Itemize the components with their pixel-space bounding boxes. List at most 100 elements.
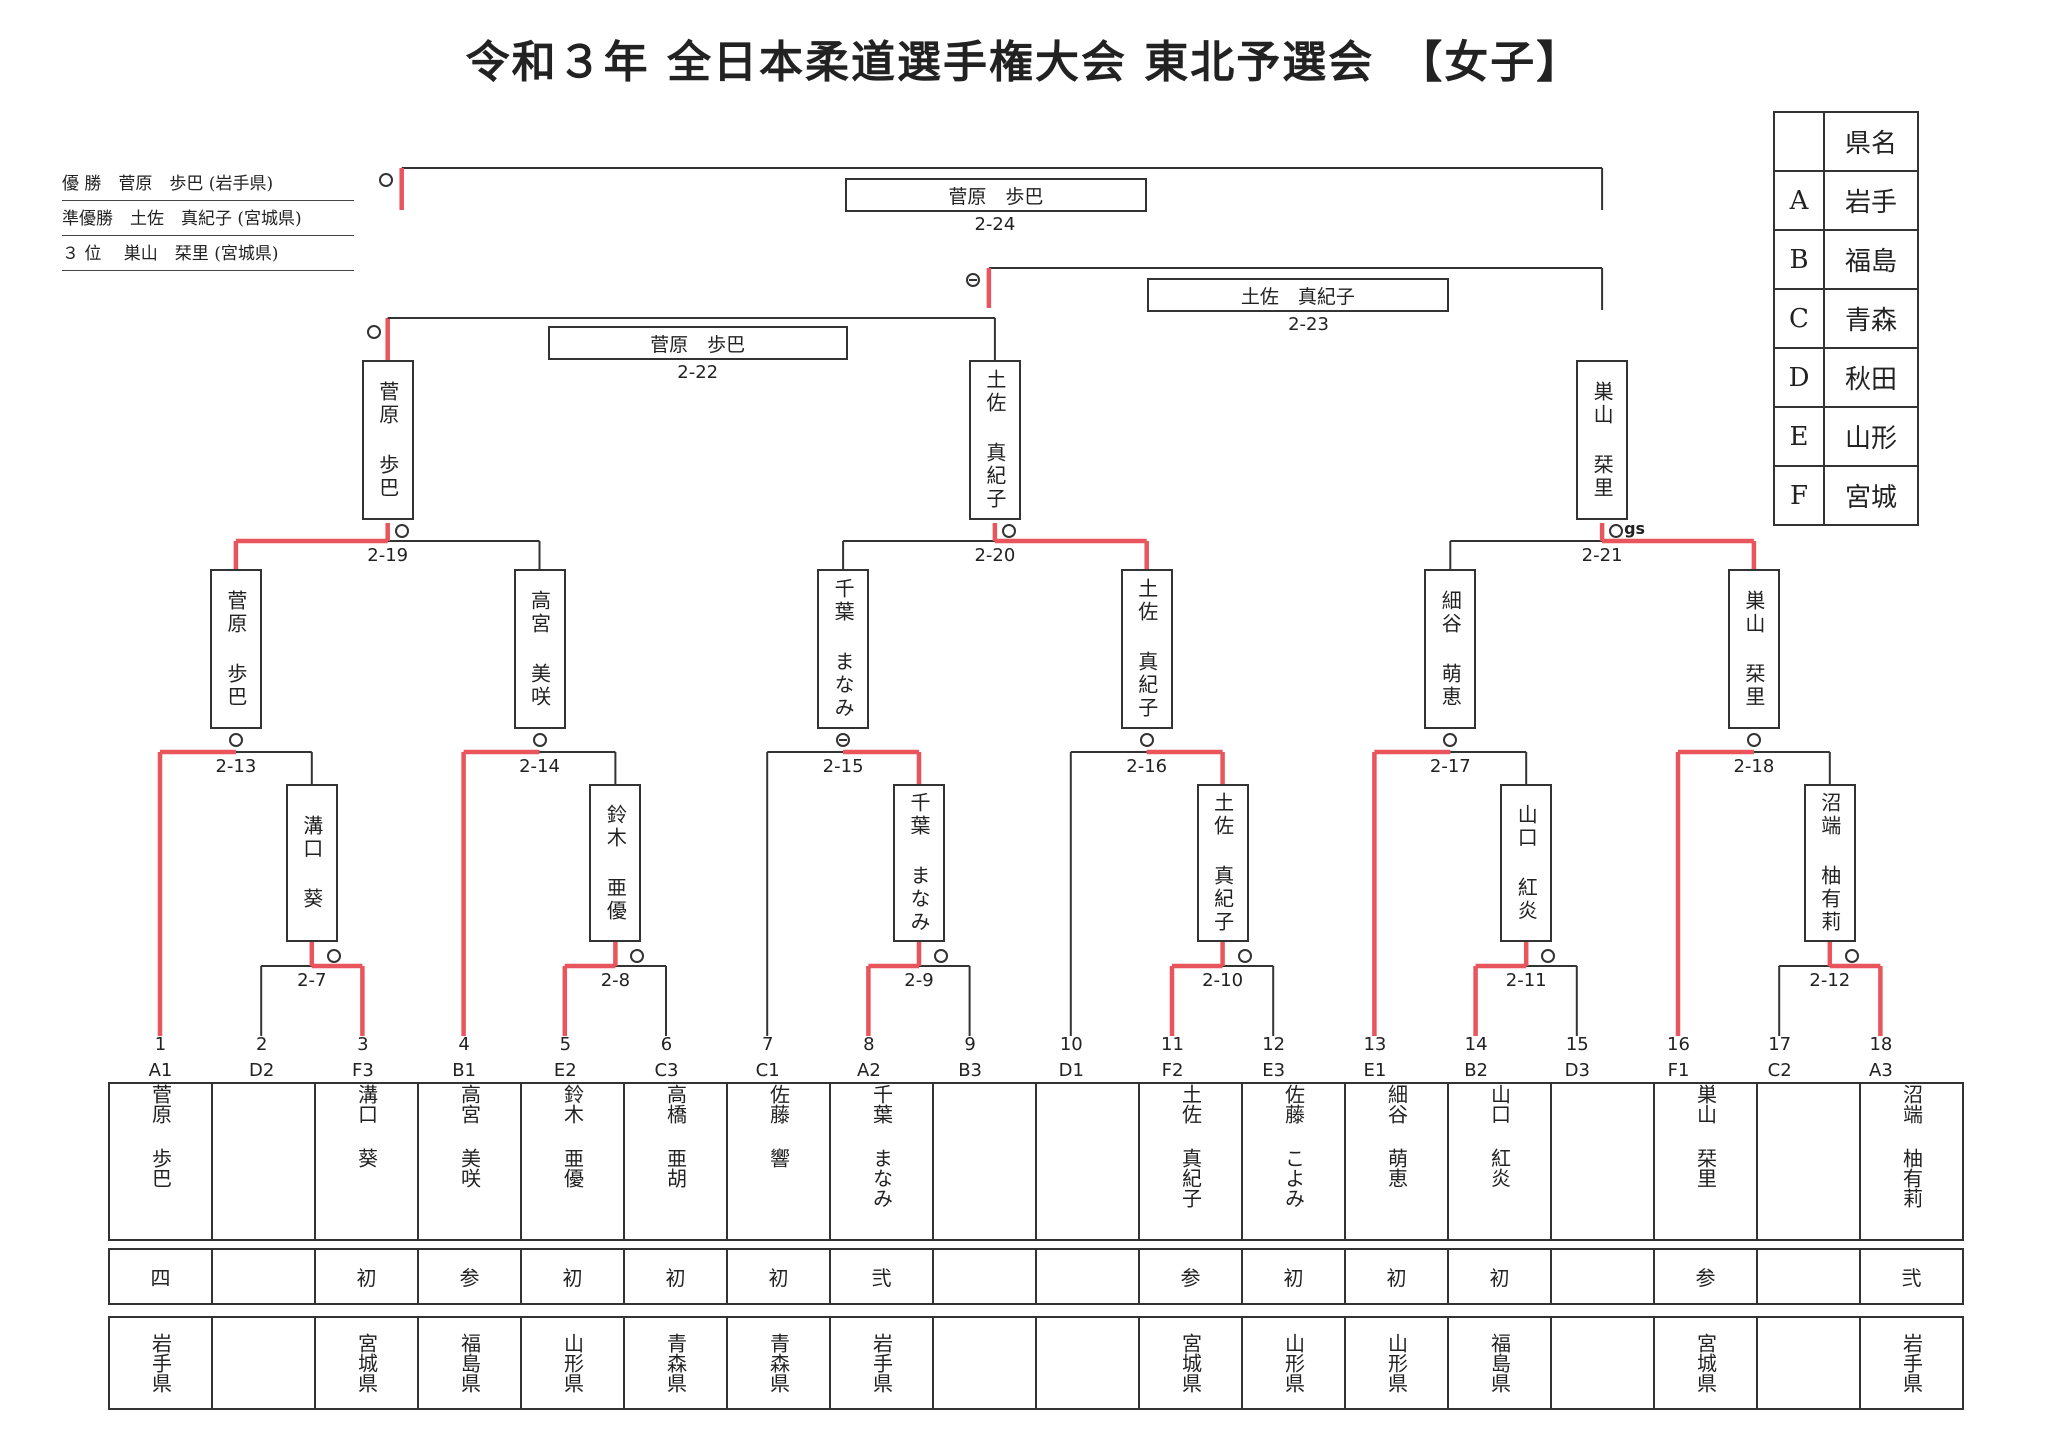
entry-name: 溝口 葵	[354, 1084, 379, 1168]
entry-name: 山口 紅炎	[1487, 1084, 1512, 1188]
entry-number: 1	[154, 1034, 167, 1055]
bout-label: 2-19	[367, 545, 409, 566]
entry-name-cell	[1035, 1082, 1140, 1241]
entry-name: 千葉 まなみ	[869, 1084, 894, 1208]
entry-pref-cell	[1550, 1316, 1655, 1410]
entry-name: 佐藤 響	[766, 1084, 791, 1168]
entry-seed: B3	[958, 1060, 982, 1081]
winner-name-box: 菅原 歩巴	[547, 326, 848, 360]
bout-label: 2-22	[677, 362, 719, 383]
win-mark	[1001, 524, 1016, 538]
winner-name-box: 高宮 美咲	[513, 569, 566, 729]
entry-pref-cell: 宮城県	[1138, 1316, 1243, 1410]
winner-name-box: 細谷 萌恵	[1424, 569, 1477, 729]
entry-name: 巣山 栞里	[1693, 1084, 1718, 1188]
winner-name: 巣山 栞里	[1590, 380, 1615, 500]
entry-pref-cell: 岩手県	[1859, 1316, 1964, 1410]
entry-name-cell: 佐藤 響	[726, 1082, 831, 1241]
entry-pref: 福島県	[1487, 1333, 1512, 1393]
entry-name: 高宮 美咲	[457, 1084, 482, 1188]
entry-pref: 山形県	[1281, 1333, 1306, 1393]
legend-pref: 山形	[1823, 406, 1919, 467]
entry-name-cell	[1756, 1082, 1861, 1241]
result-champion: 優 勝 菅原 歩巴 (岩手県)	[62, 166, 354, 201]
legend-key: A	[1773, 170, 1825, 231]
entry-grade-cell: 初	[314, 1248, 419, 1305]
entry-grade-cell	[1550, 1248, 1655, 1305]
result-runner-up: 準優勝 土佐 真紀子 (宮城県)	[62, 201, 354, 236]
entry-name-cell: 菅原 歩巴	[108, 1082, 213, 1241]
entry-grade-cell: 初	[726, 1248, 831, 1305]
legend-pref: 福島	[1823, 229, 1919, 290]
entry-number: 13	[1363, 1034, 1387, 1055]
winner-name: 沼端 柚有莉	[1817, 792, 1842, 934]
entry-pref: 青森県	[766, 1333, 791, 1393]
winner-name-box: 千葉 まなみ	[817, 569, 870, 729]
win-mark	[1541, 949, 1556, 963]
entry-pref-cell: 岩手県	[108, 1316, 213, 1410]
winner-name: 土佐 真紀子	[1210, 792, 1235, 934]
entry-grade-cell: 弐	[1859, 1248, 1964, 1305]
winner-name: 細谷 萌恵	[1438, 589, 1463, 709]
entry-pref-cell: 岩手県	[829, 1316, 934, 1410]
bout-label: 2-23	[1288, 314, 1329, 335]
entry-name-cell: 高橋 亜胡	[623, 1082, 728, 1241]
entry-number: 15	[1565, 1034, 1589, 1055]
win-mark	[836, 733, 851, 747]
entry-name: 土佐 真紀子	[1178, 1084, 1203, 1208]
entry-pref-cell: 青森県	[726, 1316, 831, 1410]
entry-number: 9	[964, 1034, 976, 1055]
winner-name: 菅原 歩巴	[223, 589, 248, 709]
entry-name: 細谷 萌恵	[1384, 1084, 1409, 1188]
legend-header: 県名	[1823, 111, 1919, 172]
win-mark	[1237, 949, 1252, 963]
bout-label: 2-24	[974, 214, 1016, 235]
winner-name: 千葉 まなみ	[831, 578, 856, 720]
winner-name: 鈴木 亜優	[603, 803, 628, 923]
bout-label: 2-21	[1581, 545, 1623, 566]
entry-seed: F1	[1667, 1060, 1690, 1081]
entry-number: 10	[1059, 1034, 1083, 1055]
entry-pref: 山形県	[1384, 1333, 1409, 1393]
entry-seed: F3	[351, 1060, 374, 1081]
entry-seed: D1	[1058, 1060, 1084, 1081]
entry-number: 2	[255, 1034, 268, 1055]
entry-pref-cell	[211, 1316, 316, 1410]
winner-name-box: 沼端 柚有莉	[1803, 784, 1856, 942]
entry-name-cell: 千葉 まなみ	[829, 1082, 934, 1241]
legend-key: C	[1773, 288, 1825, 349]
entry-grade-cell: 弐	[829, 1248, 934, 1305]
entry-pref-cell: 山形県	[1241, 1316, 1346, 1410]
win-mark	[965, 273, 980, 287]
entry-grade-cell	[211, 1248, 316, 1305]
entry-grade-cell: 初	[1344, 1248, 1449, 1305]
legend-pref: 秋田	[1823, 347, 1919, 408]
entry-seed: E2	[553, 1060, 577, 1081]
win-mark	[1746, 733, 1761, 747]
winner-name-box: 菅原 歩巴	[844, 178, 1147, 212]
entry-pref-cell: 宮城県	[314, 1316, 419, 1410]
entry-name-cell: 細谷 萌恵	[1344, 1082, 1449, 1241]
bout-label: 2-7	[297, 970, 327, 991]
entry-seed: B2	[1464, 1060, 1488, 1081]
win-mark	[532, 733, 547, 747]
entry-name: 高橋 亜胡	[663, 1084, 688, 1188]
entry-name: 沼端 柚有莉	[1899, 1084, 1924, 1208]
entry-name: 菅原 歩巴	[148, 1084, 173, 1188]
entry-name-cell: 巣山 栞里	[1653, 1082, 1758, 1241]
entry-seed: E1	[1363, 1060, 1387, 1081]
entry-name-cell: 高宮 美咲	[417, 1082, 522, 1241]
winner-name-box: 土佐 真紀子	[1146, 278, 1449, 312]
bout-label: 2-17	[1429, 756, 1471, 777]
entry-number: 11	[1161, 1034, 1184, 1055]
entry-pref-cell: 山形県	[1344, 1316, 1449, 1410]
legend-key: F	[1773, 465, 1825, 526]
entry-grade-cell: 四	[108, 1248, 213, 1305]
winner-name: 土佐 真紀子	[1134, 578, 1159, 720]
bout-label: 2-20	[974, 545, 1016, 566]
entry-name-cell: 山口 紅炎	[1447, 1082, 1552, 1241]
entry-pref: 宮城県	[354, 1333, 379, 1393]
entry-grade-cell	[1756, 1248, 1861, 1305]
winner-name: 溝口 葵	[299, 815, 324, 911]
